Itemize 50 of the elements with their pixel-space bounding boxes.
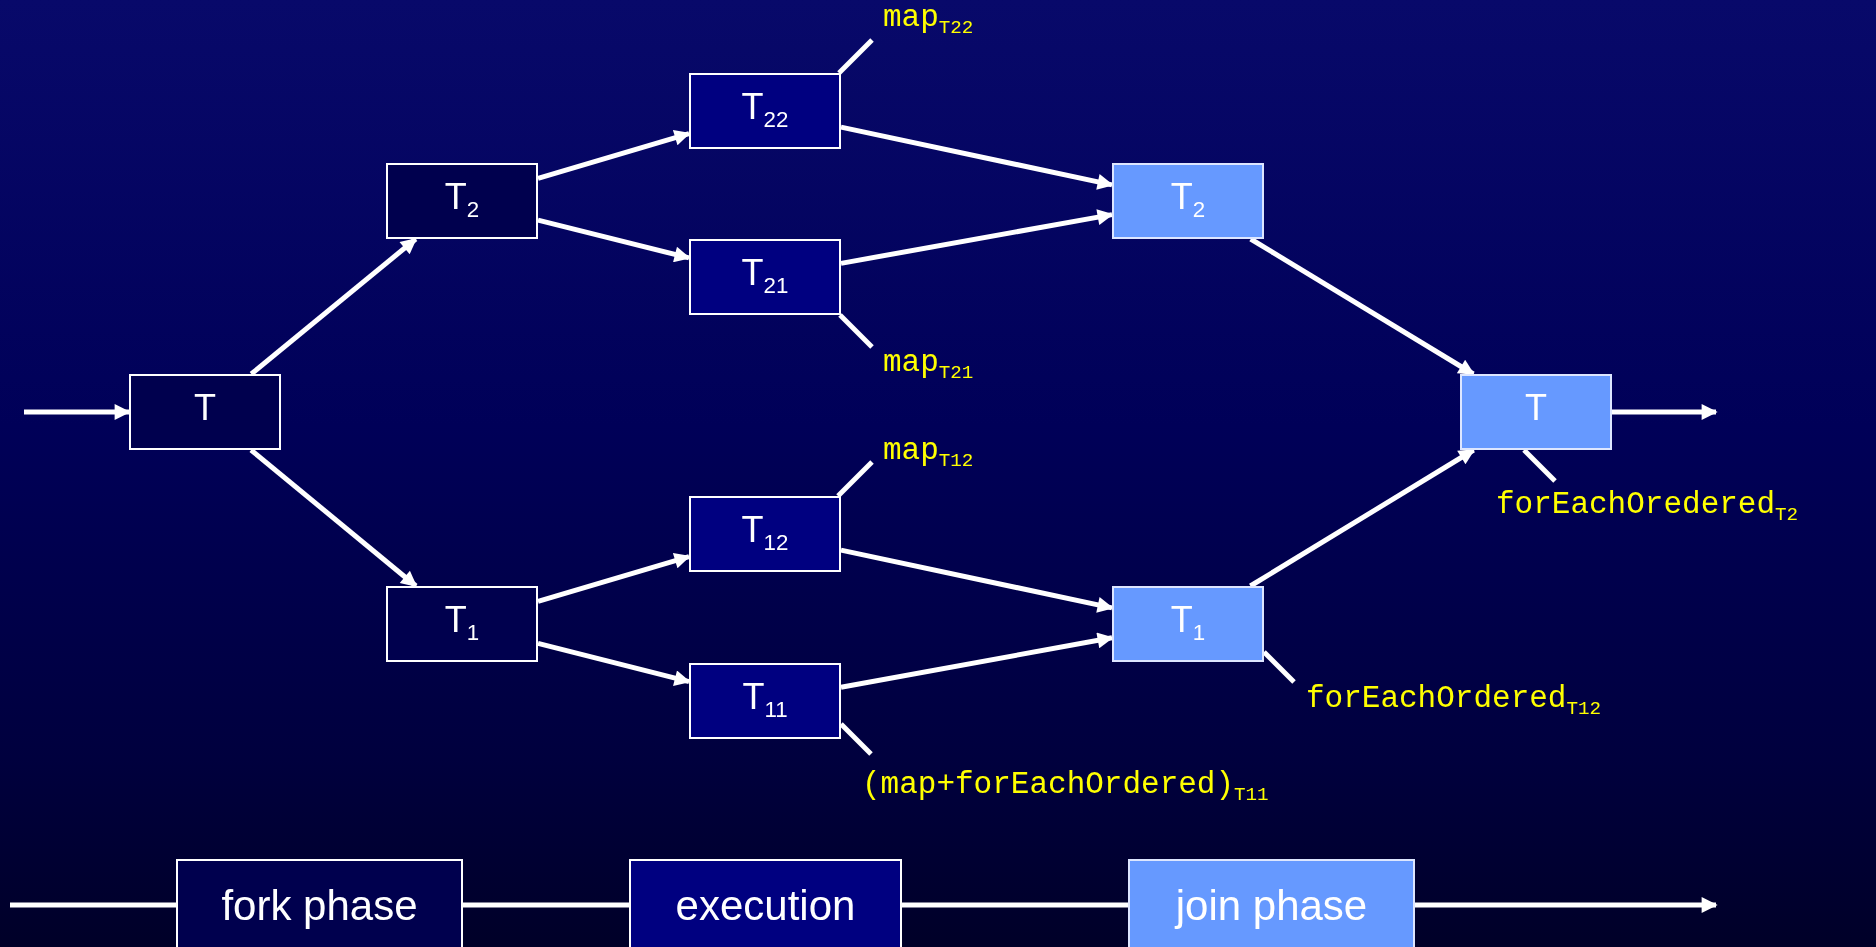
arrow — [537, 553, 691, 604]
operation-label: map$_{T22}$ — [883, 0, 974, 37]
arrow — [840, 124, 1114, 190]
task-label: T$_{2}$ — [1170, 179, 1206, 223]
task-box — [1460, 374, 1612, 450]
operation-label: map$_{T12}$ — [883, 432, 974, 470]
task-box — [386, 163, 538, 239]
task-box — [1112, 586, 1264, 662]
task-box — [129, 374, 281, 450]
arrow — [537, 130, 691, 181]
task-box — [1112, 163, 1264, 239]
phase-box — [629, 859, 902, 947]
task-label: T$_{21}$ — [741, 255, 789, 299]
phase-box — [1128, 859, 1415, 947]
arrow — [249, 237, 418, 376]
operation-label: forEachOrdered$_{T12}$ — [1306, 680, 1602, 718]
task-box — [386, 586, 538, 662]
phase-label: execution — [675, 885, 856, 927]
task-label: T$_{11}$ — [742, 679, 788, 723]
phase-label: fork phase — [221, 885, 418, 927]
arrow — [1612, 404, 1718, 420]
leader-line — [838, 313, 874, 349]
task-box — [689, 496, 841, 572]
operation-label: map$_{T21}$ — [883, 344, 974, 382]
task-label: T$_{2}$ — [444, 179, 480, 223]
arrow — [24, 404, 131, 420]
arrow — [840, 547, 1114, 613]
operation-label: (map+forEachOrdered)$_{T11}$ — [862, 766, 1269, 804]
task-box — [689, 239, 841, 315]
task-label: T — [194, 390, 216, 430]
leader-line — [836, 460, 874, 498]
operation-label: forEachOredered$_{T2}$ — [1496, 486, 1799, 524]
arrow — [537, 640, 691, 686]
phase-label: join phase — [1175, 885, 1368, 927]
task-label: T — [1525, 390, 1547, 430]
task-box — [689, 73, 841, 149]
arrow — [1249, 447, 1475, 589]
leader-line — [837, 38, 874, 75]
arrow — [840, 632, 1114, 690]
leader-line — [1522, 448, 1557, 483]
arrow — [840, 209, 1114, 266]
task-box — [689, 663, 841, 739]
arrow — [537, 217, 691, 263]
arrow — [249, 448, 418, 588]
task-label: T$_{1}$ — [1170, 602, 1206, 646]
task-label: T$_{22}$ — [741, 89, 789, 133]
phase-box — [176, 859, 463, 947]
task-label: T$_{1}$ — [444, 602, 480, 646]
arrow — [1415, 897, 1718, 913]
task-label: T$_{12}$ — [741, 512, 789, 556]
